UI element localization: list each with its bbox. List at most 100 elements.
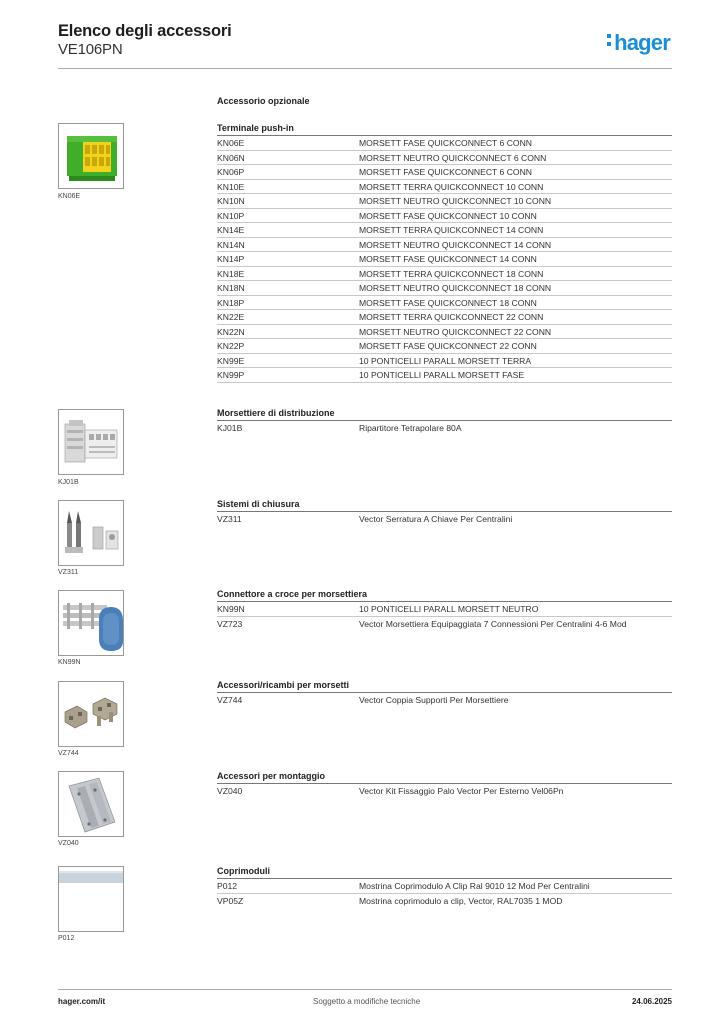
article-code: VZ311 bbox=[217, 514, 242, 524]
group-title: Coprimoduli bbox=[217, 866, 672, 879]
group-title: Morsettiere di distribuzione bbox=[217, 408, 672, 421]
article-description: MORSETT FASE QUICKCONNECT 22 CONN bbox=[359, 341, 537, 351]
article-description: MORSETT FASE QUICKCONNECT 10 CONN bbox=[359, 210, 537, 221]
article-description: MORSETT FASE QUICKCONNECT 6 CONN bbox=[359, 138, 533, 148]
article-code: P012 bbox=[217, 881, 238, 891]
article-description: MORSETT NEUTRO QUICKCONNECT 14 CONN bbox=[359, 239, 552, 250]
table-row: KN99N 10 PONTICELLI PARALL MORSETT NEUTRO bbox=[217, 602, 672, 617]
product-image-caption: KN99N bbox=[58, 659, 81, 666]
article-code: KN10P bbox=[217, 210, 245, 221]
article-code: KN18P bbox=[217, 297, 245, 308]
page-title: Elenco degli accessori bbox=[58, 22, 232, 40]
logo-text: hager bbox=[614, 30, 671, 55]
group-title: Connettore a croce per morsettiera bbox=[217, 589, 672, 602]
product-image-kn06e bbox=[58, 123, 124, 189]
page-subtitle: VE106PN bbox=[58, 41, 123, 58]
hager-logo: hager bbox=[607, 30, 671, 56]
article-description: Vector Morsettiera Equipaggiata 7 Connes… bbox=[359, 618, 627, 629]
table-row: KN10P MORSETT FASE QUICKCONNECT 10 CONN bbox=[217, 209, 672, 223]
article-description: MORSETT TERRA QUICKCONNECT 18 CONN bbox=[359, 268, 544, 279]
support-brackets-icon bbox=[64, 697, 118, 729]
article-description: Mostrina coprimodulo a clip, Vector, RAL… bbox=[359, 895, 563, 906]
table-row: VZ311 Vector Serratura A Chiave Per Centr… bbox=[217, 512, 672, 527]
table-row: KN06N MORSETT NEUTRO QUICKCONNECT 6 CONN bbox=[217, 151, 672, 165]
section-label: Accessorio opzionale bbox=[217, 96, 310, 106]
table-row: KN14N MORSETT NEUTRO QUICKCONNECT 14 CONN bbox=[217, 238, 672, 252]
table-row: KN06P MORSETT FASE QUICKCONNECT 6 CONN bbox=[217, 165, 672, 180]
article-description: MORSETT TERRA QUICKCONNECT 22 CONN bbox=[359, 312, 544, 322]
accessory-table: KJ01B Ripartitore Tetrapolare 80A bbox=[217, 421, 672, 436]
article-code: KN99P bbox=[217, 370, 245, 380]
table-row: KN18P MORSETT FASE QUICKCONNECT 18 CONN bbox=[217, 296, 672, 310]
table-row: KN10N MORSETT NEUTRO QUICKCONNECT 10 CONN bbox=[217, 194, 672, 209]
article-description: MORSETT TERRA QUICKCONNECT 14 CONN bbox=[359, 225, 544, 235]
article-code: KN22E bbox=[217, 312, 245, 322]
logo-dots-icon bbox=[607, 31, 613, 50]
pole-mount-kit-icon bbox=[68, 777, 116, 833]
table-row: VP05Z Mostrina coprimodulo a clip, Vector… bbox=[217, 894, 672, 909]
article-code: KN14E bbox=[217, 225, 245, 235]
article-code: KN99E bbox=[217, 355, 245, 366]
footer-date: 24.06.2025 bbox=[631, 997, 672, 1006]
footer-note: Soggetto a modifiche tecniche bbox=[313, 997, 421, 1006]
accessory-table: P012 Mostrina Coprimodulo A Clip Ral 9010… bbox=[217, 879, 672, 908]
product-image-vz040 bbox=[58, 771, 124, 837]
product-image-caption: VZ040 bbox=[58, 840, 79, 847]
article-code: KN22N bbox=[217, 326, 245, 337]
article-code: KN06N bbox=[217, 152, 245, 163]
group-title: Accessori/ricambi per morsetti bbox=[217, 680, 672, 693]
article-description: Vector Serratura A Chiave Per Centralini bbox=[359, 514, 513, 524]
footer-website-link[interactable]: hager.com/it bbox=[58, 997, 106, 1006]
group-title: Accessori per montaggio bbox=[217, 771, 672, 784]
article-code: KN14N bbox=[217, 239, 245, 250]
article-description: MORSETT TERRA QUICKCONNECT 10 CONN bbox=[359, 181, 544, 192]
table-row: KN22E MORSETT TERRA QUICKCONNECT 22 CONN bbox=[217, 310, 672, 325]
table-row: KN14E MORSETT TERRA QUICKCONNECT 14 CONN bbox=[217, 223, 672, 238]
distribution-block-icon bbox=[64, 420, 118, 463]
article-description: MORSETT NEUTRO QUICKCONNECT 18 CONN bbox=[359, 283, 552, 293]
accessory-table: KN99N 10 PONTICELLI PARALL MORSETT NEUTRO… bbox=[217, 602, 672, 631]
article-description: Vector Kit Fissaggio Palo Vector Per Est… bbox=[359, 786, 564, 796]
article-code: KJ01B bbox=[217, 423, 243, 433]
article-description: Mostrina Coprimodulo A Clip Ral 9010 12 … bbox=[359, 881, 590, 891]
product-image-vz311 bbox=[58, 500, 124, 566]
product-image-kn99n bbox=[58, 590, 124, 656]
article-code: KN06P bbox=[217, 167, 245, 177]
product-image-caption: VZ744 bbox=[58, 750, 79, 757]
terminal-block-icon bbox=[67, 136, 117, 181]
article-code: VP05Z bbox=[217, 895, 244, 906]
article-description: MORSETT FASE QUICKCONNECT 14 CONN bbox=[359, 254, 537, 264]
article-description: MORSETT NEUTRO QUICKCONNECT 10 CONN bbox=[359, 196, 552, 206]
article-description: MORSETT FASE QUICKCONNECT 6 CONN bbox=[359, 167, 533, 177]
table-row: KJ01B Ripartitore Tetrapolare 80A bbox=[217, 421, 672, 436]
article-description: Vector Coppia Supporti Per Morsettiere bbox=[359, 695, 509, 705]
article-code: KN10N bbox=[217, 196, 245, 206]
product-image-caption: KN06E bbox=[58, 193, 81, 200]
product-image-vz744 bbox=[58, 681, 124, 747]
article-code: KN10E bbox=[217, 181, 245, 192]
product-image-caption: P012 bbox=[58, 935, 75, 942]
accessory-table: VZ311 Vector Serratura A Chiave Per Centr… bbox=[217, 512, 672, 527]
article-description: MORSETT NEUTRO QUICKCONNECT 22 CONN bbox=[359, 326, 552, 337]
blanking-cover-icon bbox=[59, 871, 123, 883]
article-description: Ripartitore Tetrapolare 80A bbox=[359, 423, 462, 433]
group-title: Sistemi di chiusura bbox=[217, 499, 672, 512]
article-description: 10 PONTICELLI PARALL MORSETT NEUTRO bbox=[359, 604, 539, 614]
article-code: KN99N bbox=[217, 604, 245, 614]
product-image-p012 bbox=[58, 866, 124, 932]
table-row: P012 Mostrina Coprimodulo A Clip Ral 9010… bbox=[217, 879, 672, 894]
article-description: MORSETT NEUTRO QUICKCONNECT 6 CONN bbox=[359, 152, 547, 163]
product-image-caption: VZ311 bbox=[58, 569, 79, 576]
product-image-caption: KJ01B bbox=[58, 479, 79, 486]
article-description: MORSETT FASE QUICKCONNECT 18 CONN bbox=[359, 297, 537, 308]
